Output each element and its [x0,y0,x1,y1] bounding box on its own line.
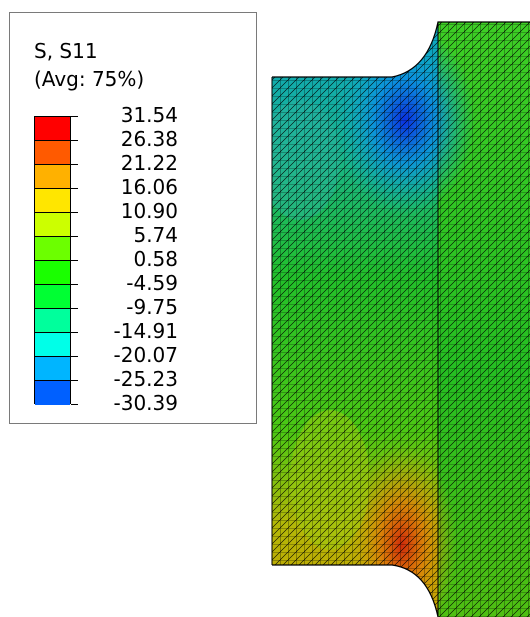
colorbar-tick [71,188,78,189]
colorbar-tick [71,308,78,309]
legend-subtitle: (Avg: 75%) [34,67,145,91]
colorbar-tick-label: 0.58 [133,247,178,271]
colorbar-swatch [35,381,70,405]
colorbar-tick [71,356,78,357]
colorbar-tick [71,140,78,141]
colorbar-tick-label: 5.74 [133,223,178,247]
colorbar-tick-label: -20.07 [113,343,178,367]
colorbar-tick [71,332,78,333]
colorbar-tick [71,236,78,237]
colorbar-swatch [35,237,70,261]
fillet-edge-lower [272,564,439,617]
colorbar-swatch [35,309,70,333]
colorbar [34,116,71,405]
colorbar-tick-label: -4.59 [126,271,178,295]
colorbar-tick-label: -30.39 [113,391,178,415]
colorbar-tick [71,380,78,381]
colorbar-swatch [35,141,70,165]
colorbar-tick [71,212,78,213]
fillet-edge-upper [272,21,530,78]
colorbar-tick-label: 26.38 [120,127,178,151]
colorbar-tick-label: 31.54 [120,103,178,127]
specimen-body [272,22,530,617]
colorbar-tick [71,260,78,261]
colorbar-tick-label: -14.91 [113,319,178,343]
colorbar-swatch [35,357,70,381]
colorbar-swatch [35,165,70,189]
colorbar-tick [71,164,78,165]
colorbar-tick-label: -25.23 [113,367,178,391]
colorbar-swatch [35,285,70,309]
colorbar-swatch [35,333,70,357]
colorbar-swatch [35,213,70,237]
colorbar-tick [71,404,78,405]
finite-element-mesh [272,22,530,617]
colorbar-swatch [35,117,70,141]
colorbar-swatch [35,261,70,285]
legend-title: S, S11 [34,39,98,63]
colorbar-tick-label: -9.75 [126,295,178,319]
colorbar-tick [71,284,78,285]
colorbar-tick [71,116,78,117]
colorbar-swatch [35,189,70,213]
colorbar-tick-label: 21.22 [120,151,178,175]
colorbar-tick-label: 16.06 [120,175,178,199]
colorbar-tick-label: 10.90 [120,199,178,223]
